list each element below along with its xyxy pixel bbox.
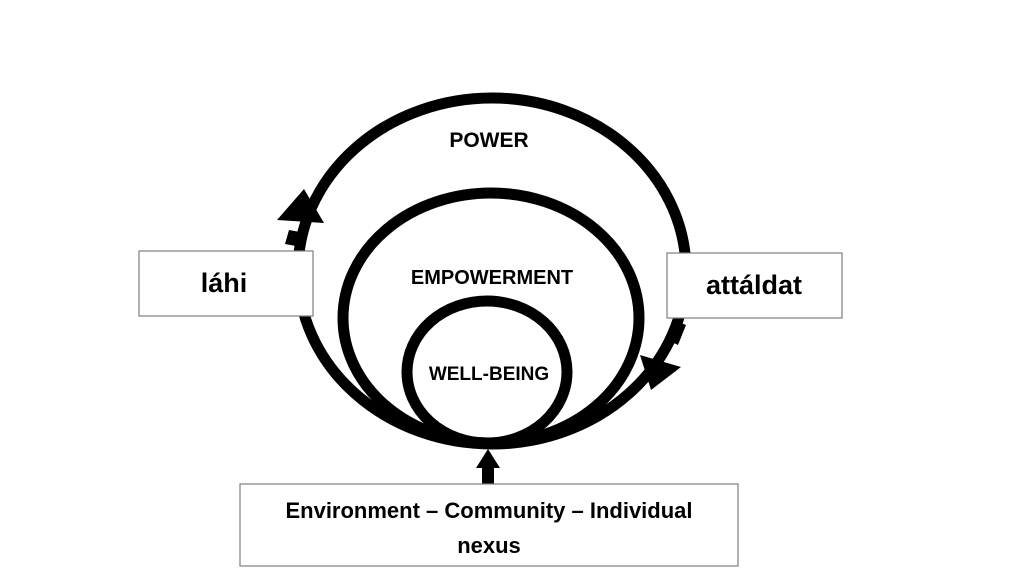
attaldat-box bbox=[666, 252, 843, 319]
nexus-box bbox=[239, 483, 739, 567]
attaldat-label: attáldat bbox=[706, 270, 802, 300]
well-being-label: WELL-BEING bbox=[429, 364, 549, 385]
lahi-box bbox=[138, 250, 314, 317]
right-down-arrow-icon bbox=[640, 320, 686, 390]
lahi-label: láhi bbox=[201, 268, 248, 298]
empowerment-label: EMPOWERMENT bbox=[411, 267, 573, 289]
left-up-arrow-icon bbox=[277, 189, 324, 246]
nexus-line1: Environment – Community – Individual bbox=[285, 498, 692, 523]
power-label: POWER bbox=[449, 129, 528, 152]
bottom-up-arrow-icon bbox=[476, 449, 500, 484]
nexus-line2: nexus bbox=[457, 533, 521, 558]
empowerment-ring bbox=[337, 187, 645, 449]
well-being-ring bbox=[401, 295, 573, 449]
